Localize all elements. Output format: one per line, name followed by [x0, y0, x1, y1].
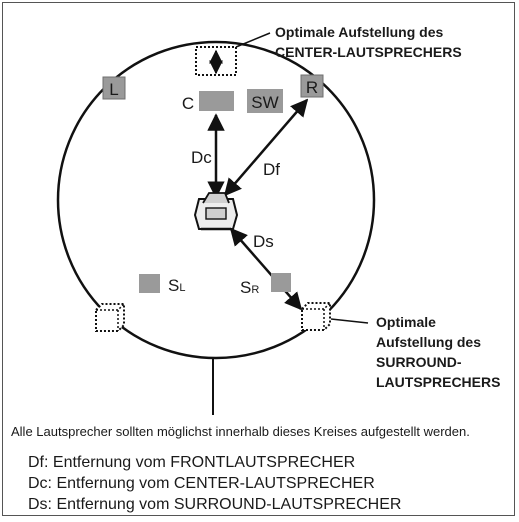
- surround-caption-line3: SURROUND-: [376, 354, 462, 370]
- center-caption-line1: Optimale Aufstellung des: [275, 24, 443, 40]
- speaker-placement-diagram: L R C SW Dc Df Ds SL SR: [11, 24, 500, 513]
- surround-caption-line1: Optimale: [376, 314, 436, 330]
- speaker-left: L: [102, 76, 126, 100]
- optimal-surround-left-position: [95, 303, 125, 332]
- optimal-surround-right-position: [301, 302, 331, 331]
- speaker-right-label: R: [306, 78, 318, 97]
- distance-center-label: Dc: [191, 148, 212, 167]
- distance-surround-arrow: [229, 227, 303, 311]
- center-caption-line2: CENTER-LAUTSPRECHERS: [275, 44, 462, 60]
- distance-front-label: Df: [263, 160, 280, 179]
- legend-front: Df: Entfernung vom FRONTLAUTSPRECHER: [28, 454, 355, 471]
- speaker-surround-left: SL: [139, 274, 185, 295]
- speaker-surround-right: SR: [240, 273, 291, 297]
- listening-circle: [56, 40, 376, 360]
- center-caption-pointer: [235, 32, 271, 48]
- speaker-subwoofer-label: SW: [251, 93, 278, 112]
- circle-note: Alle Lautsprecher sollten möglichst inne…: [11, 424, 470, 439]
- surround-caption-line2: Aufstellung des: [376, 334, 481, 350]
- distance-front-arrow: [223, 98, 309, 197]
- surround-caption-line4: LAUTSPRECHERS: [376, 374, 500, 390]
- diagram-frame: L R C SW Dc Df Ds SL SR: [2, 2, 515, 516]
- speaker-left-label: L: [109, 80, 118, 99]
- speaker-center-label: C: [182, 94, 194, 113]
- distance-surround-label: Ds: [253, 232, 274, 251]
- listening-position: [193, 192, 239, 231]
- speaker-surround-left-label: SL: [168, 276, 185, 295]
- legend-center: Dc: Entfernung vom CENTER-LAUTSPRECHER: [28, 475, 375, 492]
- speaker-surround-right-label: SR: [240, 278, 259, 297]
- speaker-subwoofer: SW: [247, 89, 283, 113]
- speaker-center: C: [182, 91, 234, 113]
- surround-caption-pointer: [330, 318, 369, 324]
- legend-surround: Ds: Entfernung vom SURROUND-LAUTSPRECHER: [28, 496, 401, 513]
- speaker-right: R: [300, 74, 324, 98]
